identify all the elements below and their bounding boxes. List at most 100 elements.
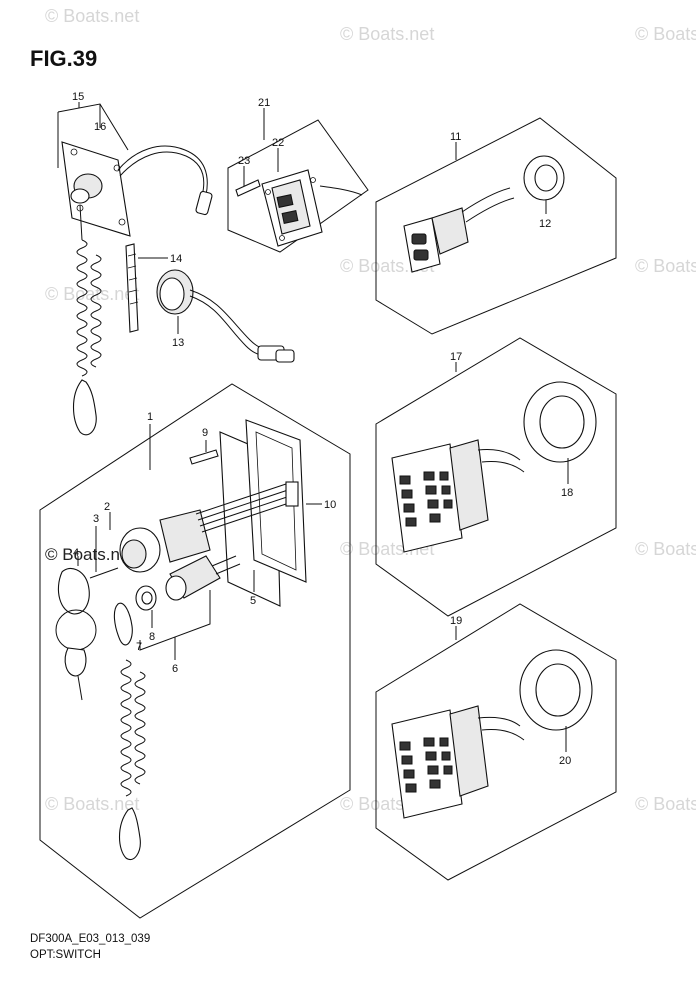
multi-switch-box-a — [375, 337, 617, 617]
cable-tie-strap — [125, 243, 139, 333]
switch-terminal — [285, 481, 299, 507]
panel-button — [423, 737, 435, 747]
rocker-switch-box — [227, 108, 369, 253]
switch-button — [411, 233, 427, 245]
callout-13: 13 — [172, 337, 184, 349]
panel-button — [443, 499, 453, 509]
panel-button — [429, 513, 441, 523]
callout-16: 16 — [94, 121, 106, 133]
callout-18: 18 — [561, 487, 573, 499]
callout-11: 11 — [450, 131, 461, 143]
key-blade — [89, 567, 119, 579]
watermark-text: © Boats.net — [340, 24, 434, 44]
panel-button — [425, 751, 437, 761]
screw-hole — [118, 218, 126, 226]
switch-body — [159, 509, 211, 563]
key-cylinder-face — [121, 539, 147, 569]
trim-switch-box — [375, 117, 617, 335]
panel-button — [405, 783, 417, 793]
callout-9: 9 — [202, 427, 208, 439]
multi-switch-box-b — [375, 603, 617, 881]
screw-hole — [279, 235, 285, 241]
switch-panel — [403, 217, 441, 273]
nut-ring-inner — [539, 395, 585, 449]
callout-2: 2 — [104, 501, 110, 513]
watermark-text: © Boats.net — [635, 539, 696, 559]
plug-assembly — [156, 269, 295, 363]
key-head — [57, 567, 90, 615]
diagram-code: DF300A_E03_013_039 — [30, 933, 150, 945]
group-outline — [227, 119, 369, 253]
switch-housing — [449, 705, 489, 797]
panel-button — [429, 779, 441, 789]
panel-button — [399, 741, 411, 751]
screw-hole — [310, 177, 316, 183]
wire — [189, 289, 283, 351]
cable-tie — [125, 243, 168, 333]
panel-button — [401, 755, 413, 765]
nut-ring-inner — [534, 164, 558, 192]
coiled-lanyard — [90, 254, 102, 368]
panel-button — [423, 471, 435, 481]
group-outline — [39, 383, 351, 919]
callout-15: 15 — [72, 91, 84, 103]
callout-19: 19 — [450, 615, 462, 627]
callout-6: 6 — [172, 663, 178, 675]
panel-button — [441, 751, 451, 761]
panel-buttons — [399, 471, 453, 527]
switch-cap — [70, 188, 90, 204]
group-outline — [375, 117, 617, 335]
callout-17: 17 — [450, 351, 462, 363]
callout-22: 22 — [272, 137, 284, 149]
lanyard-switch-assembly — [57, 102, 213, 436]
group-outline — [375, 337, 617, 617]
wire — [119, 151, 205, 197]
panel-button — [443, 765, 453, 775]
callout-23: 23 — [238, 155, 250, 167]
callout-21: 21 — [258, 97, 270, 109]
coiled-lanyard — [134, 671, 146, 785]
callout-1: 1 — [147, 411, 153, 423]
cable-tie-teeth — [127, 253, 139, 305]
panel-button — [427, 499, 439, 509]
panel-button — [405, 517, 417, 527]
stop-switch-cap — [165, 575, 187, 601]
rocker-switch — [271, 179, 311, 235]
coiled-lanyard — [120, 659, 132, 797]
panel-button — [439, 471, 449, 481]
plug-face — [159, 277, 185, 311]
callout-8: 8 — [149, 631, 155, 643]
watermark-text: © Boats.net — [45, 284, 139, 304]
diagram-name: OPT:SWITCH — [30, 949, 101, 961]
switch-housing — [431, 207, 469, 255]
key-blade — [77, 675, 83, 701]
plug-connector — [275, 349, 295, 363]
rocker-off — [281, 210, 299, 224]
panel-button — [403, 503, 415, 513]
wire — [461, 187, 511, 213]
key-head — [64, 647, 87, 677]
lanyard-clip — [113, 602, 133, 646]
callout-3: 3 — [93, 513, 99, 525]
callout-4: 4 — [73, 547, 79, 559]
group-outline — [375, 603, 617, 881]
panel-buttons — [399, 737, 453, 793]
callouts: 1 2 3 4 5 6 7 8 9 10 11 12 13 14 15 16 1… — [72, 91, 573, 767]
screw — [235, 179, 261, 197]
watermark-text: © Boats.net — [635, 794, 696, 814]
coiled-lanyard — [76, 239, 88, 377]
switch-housing — [449, 439, 489, 531]
watermark-text: © Boats.net — [635, 24, 696, 44]
wire-connector — [195, 190, 213, 216]
switch-wires — [195, 483, 293, 533]
panel-button — [403, 769, 415, 779]
key-ring — [55, 609, 97, 651]
panel-button — [441, 485, 451, 495]
key-switch-box — [39, 383, 351, 919]
watermark-text: © Boats.net — [635, 256, 696, 276]
stop-switch-wires — [211, 555, 241, 575]
callout-7: 7 — [136, 641, 142, 653]
wire — [117, 145, 208, 196]
